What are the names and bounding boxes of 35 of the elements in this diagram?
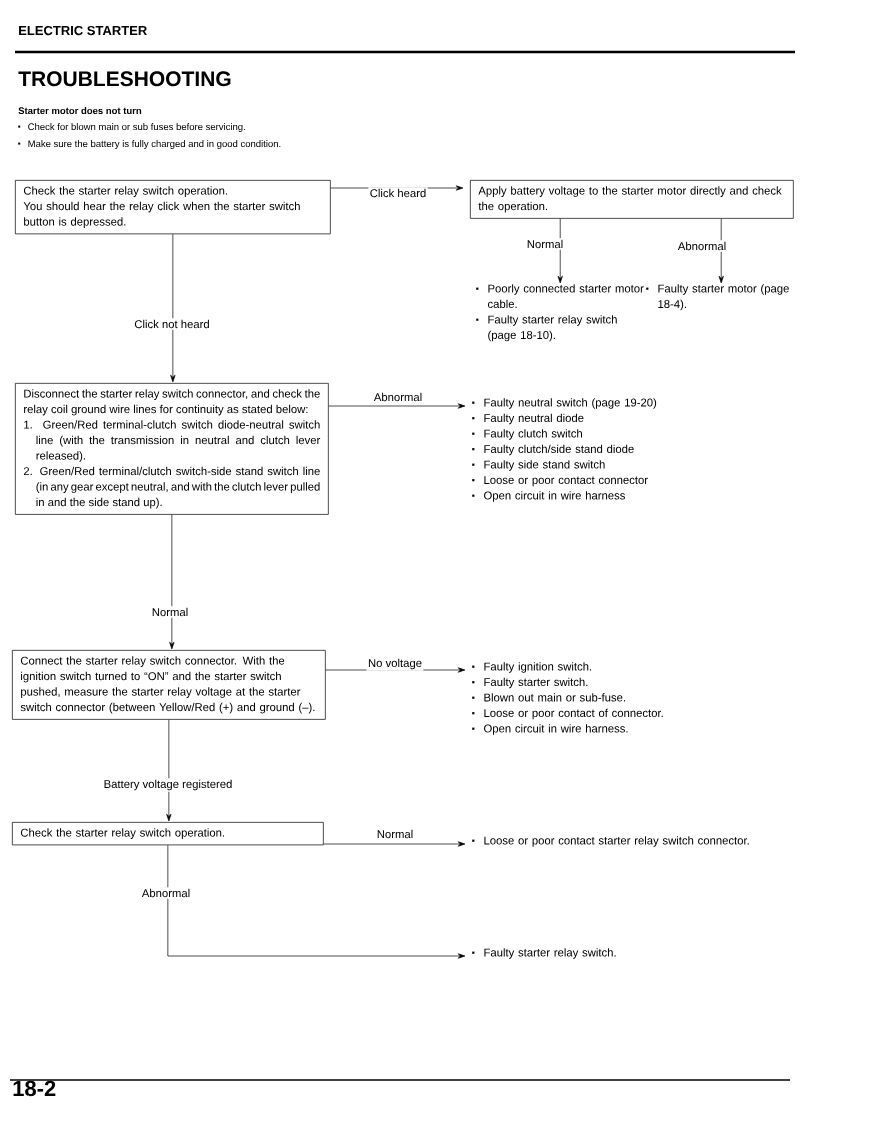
fault-list: Faulty neutral switch (page 19-20) Faulty neutral diode Faulty clutch switch Faulty clutch/side stand diode Faulty side stand switch Loose or poor contact connector Open circuit in wire harness — [472, 398, 657, 502]
edge-label: No voltage — [366, 657, 424, 671]
arrow — [166, 719, 172, 822]
edge-label: Abnormal — [372, 391, 424, 403]
page-number: 18-2 — [13, 1080, 56, 1097]
edge-label: Normal — [150, 606, 190, 618]
arrow — [169, 514, 175, 650]
note: Make sure the battery is fully charged and in good condition. — [18, 140, 281, 149]
edge-label: Battery voltage registered — [102, 778, 234, 792]
edge-label: Click not heard — [132, 318, 212, 330]
arrow — [328, 403, 466, 409]
arrow — [557, 218, 563, 284]
arrow — [167, 844, 466, 959]
edge-label: Click heard — [368, 187, 428, 199]
edge-label: Abnormal — [676, 240, 728, 252]
process-box: Apply battery voltage to the starter motor directly and check the operation. — [470, 180, 794, 219]
edge-label: Normal — [525, 238, 565, 250]
process-box: Disconnect the starter relay switch connector, and check the relay coil ground wire lines for continuity as stated below: 1. Green/Red terminal-clutch switch diode-neutral switch line (with the transmission in neutral and clutch lever released). 2. Green/Red terminal/clutch switch-side stand switch line (in any gear except neutral, and with the clutch lever pulled in and the side stand up). — [15, 383, 329, 515]
process-box: Connect the starter relay switch connector. With the ignition switch turned to “ON” and the starter switch pushed, measure the starter relay voltage at the starter switch connector (between Yellow/Red (+) and ground (–). — [12, 650, 326, 720]
section-header: ELECTRIC STARTER — [19, 25, 147, 36]
fault-list: Faulty starter motor (page 18-4). — [646, 284, 789, 311]
edge-label: Normal — [375, 828, 415, 840]
fault-list: Faulty ignition switch. Faulty starter switch. Blown out main or sub-fuse. Loose or poor contact of connector. Open circuit in wire harness. — [472, 662, 663, 735]
edge-label: Abnormal — [140, 887, 192, 899]
process-box: Check the starter relay switch operation. — [12, 822, 324, 846]
process-box: Check the starter relay switch operation. You should hear the relay click when the starter switch button is depressed. — [15, 180, 331, 235]
fault-list: Poorly connected starter motor cable. Faulty starter relay switch (page 18-10). — [476, 284, 644, 342]
fault-list: Faulty starter relay switch. — [472, 948, 616, 959]
note: Check for blown main or sub fuses before servicing. — [18, 123, 245, 132]
arrow — [323, 841, 466, 847]
fault-list: Loose or poor contact starter relay switch connector. — [472, 836, 749, 847]
arrow — [170, 233, 176, 383]
subheading: Starter motor does not turn — [18, 107, 142, 115]
arrow — [718, 218, 724, 284]
title: TROUBLESHOOTING — [18, 71, 231, 87]
